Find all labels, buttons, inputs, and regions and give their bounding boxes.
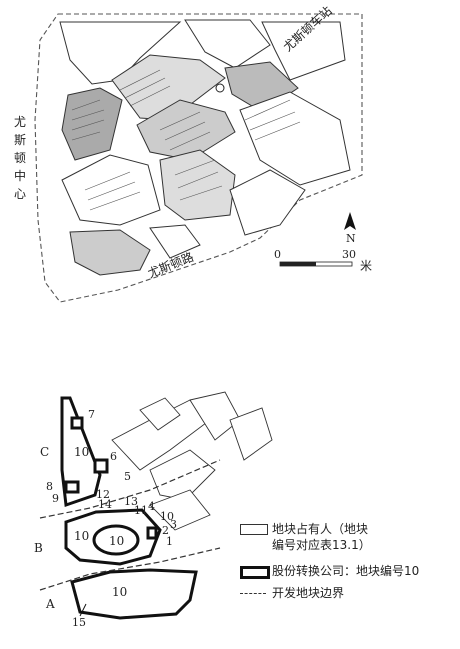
svg-text:1: 1 (166, 535, 173, 548)
ten-label: 10 (74, 445, 89, 459)
legend-item-occupant: 地块占有人（地块 编号对应表13.1） (240, 521, 450, 555)
top-map-boundary (34, 13, 363, 303)
svg-text:5: 5 (124, 470, 131, 483)
legend-label-boundary: 开发地块边界 (272, 586, 345, 600)
legend-label-occupant-2: 编号对应表13.1） (272, 538, 371, 552)
legend-swatch-dashed (240, 593, 266, 594)
block (61, 154, 161, 226)
plot-c (60, 396, 102, 508)
svg-text:9: 9 (52, 492, 59, 505)
area-label-a: A (45, 597, 55, 611)
svg-text:13: 13 (124, 495, 138, 508)
top-map: 尤斯顿车站 尤 斯 顿 中 心 尤斯顿路 N 0 30 米 (14, 3, 372, 303)
svg-text:米: 米 (360, 259, 372, 273)
plot-3 (146, 526, 158, 540)
svg-text:心: 心 (14, 187, 26, 201)
svg-text:7: 7 (88, 408, 95, 421)
block (111, 54, 226, 121)
block (149, 224, 201, 259)
legend-swatch-thin (240, 524, 268, 535)
svg-text:顿: 顿 (14, 151, 26, 165)
dev-boundary (39, 459, 221, 591)
north-arrow-icon: N (344, 212, 356, 245)
legend-item-boundary: 开发地块边界 (240, 585, 450, 605)
block (69, 229, 151, 276)
svg-text:12: 12 (96, 488, 110, 501)
top-map-hatching (71, 69, 301, 211)
legend-label-company: 股份转换公司：地块编号10 (272, 564, 420, 578)
svg-text:15: 15 (72, 616, 86, 629)
block (229, 169, 306, 236)
svg-text:11: 11 (134, 504, 148, 517)
svg-text:尤: 尤 (14, 115, 26, 129)
svg-text:中: 中 (14, 168, 26, 183)
ten-label: 10 (109, 534, 124, 548)
block (136, 99, 236, 161)
plot-b-inner (92, 524, 140, 556)
ten-label: 10 (112, 585, 127, 599)
plot-7 (70, 416, 84, 430)
landmark-marker (215, 83, 225, 93)
svg-text:3: 3 (170, 518, 177, 531)
svg-text:斯: 斯 (14, 133, 26, 147)
svg-text:4: 4 (148, 500, 155, 513)
block (159, 149, 236, 221)
area-label-b: B (34, 541, 43, 555)
block (261, 21, 346, 81)
company-plots (60, 396, 198, 620)
legend-item-company: 股份转换公司：地块编号10 (240, 563, 450, 585)
top-map-blocks (59, 19, 351, 276)
svg-text:10: 10 (160, 510, 174, 523)
scale-bar: 0 30 米 (274, 248, 372, 273)
plot-b-ring (64, 508, 162, 566)
ten-label: 10 (74, 529, 89, 543)
svg-text:6: 6 (110, 450, 117, 463)
block (239, 91, 351, 186)
svg-text:14: 14 (98, 498, 112, 511)
plot-numbers: 1 2 3 4 5 6 7 8 9 10 11 12 13 14 15 (46, 408, 177, 629)
occupant-plots (111, 391, 273, 531)
plot-6 (93, 458, 109, 474)
svg-text:30: 30 (342, 248, 356, 261)
legend-swatch-thick (240, 566, 270, 579)
svg-text:8: 8 (46, 480, 53, 493)
legend: 地块占有人（地块 编号对应表13.1） 股份转换公司：地块编号10 开发地块边界 (240, 521, 450, 605)
svg-text:N: N (346, 232, 356, 245)
legend-label-occupant-1: 地块占有人（地块 (272, 522, 369, 536)
street-label-west: 尤 斯 顿 中 心 (14, 115, 26, 201)
svg-text:2: 2 (162, 524, 169, 537)
svg-text:0: 0 (274, 248, 281, 261)
area-label-c: C (40, 445, 49, 459)
block (184, 19, 271, 69)
plot-a (70, 568, 198, 620)
plot-8 (64, 480, 80, 494)
